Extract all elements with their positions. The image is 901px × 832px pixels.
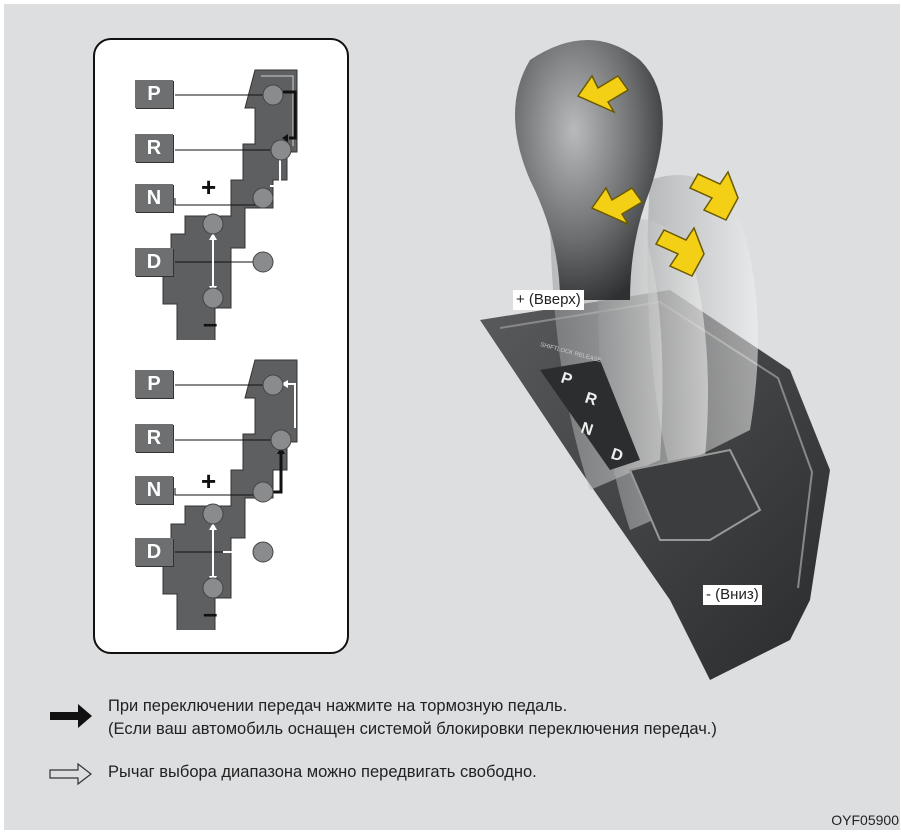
upshift-callout: + (Вверх) — [513, 290, 584, 310]
console-letter-n: N — [579, 420, 595, 440]
plus-sign: + — [201, 172, 217, 202]
gear-label-d: D — [135, 538, 173, 566]
gear-label-n: N — [135, 184, 173, 212]
hollow-arrow-icon — [49, 762, 92, 786]
legend-text-line1: При переключении передач нажмите на торм… — [108, 697, 568, 715]
figure-code: OYF05900 — [831, 812, 899, 828]
shift-lever-illustration: P R N D SHIFTLOCK RELEASE — [480, 40, 830, 680]
gear-label-p: P — [135, 80, 173, 108]
solid-arrow-icon — [50, 704, 92, 728]
gear-label-p: P — [135, 370, 173, 398]
minus-sign: – — [203, 598, 218, 628]
gate-slot-upper — [162, 69, 298, 340]
minus-sign: – — [203, 308, 218, 338]
up-arrow-icon — [576, 74, 644, 226]
gear-label-r: R — [135, 134, 173, 162]
legend-text-line2: (Если ваш автомобиль оснащен системой бл… — [108, 720, 717, 738]
legend-text-free: Рычаг выбора диапазона можно передвигать… — [108, 763, 537, 781]
downshift-callout: - (Вниз) — [703, 585, 762, 605]
gear-label-n: N — [135, 476, 173, 504]
shift-knob — [515, 40, 663, 300]
gear-label-d: D — [135, 248, 173, 276]
console-letter-r: R — [583, 390, 600, 410]
down-arrow-icon — [654, 170, 739, 277]
gate-slot-lower — [162, 359, 298, 630]
plus-sign: + — [201, 466, 217, 496]
shift-pattern-box: P R N D + – — [93, 38, 349, 654]
console-letter-d: D — [609, 446, 625, 466]
gear-label-r: R — [135, 424, 173, 452]
